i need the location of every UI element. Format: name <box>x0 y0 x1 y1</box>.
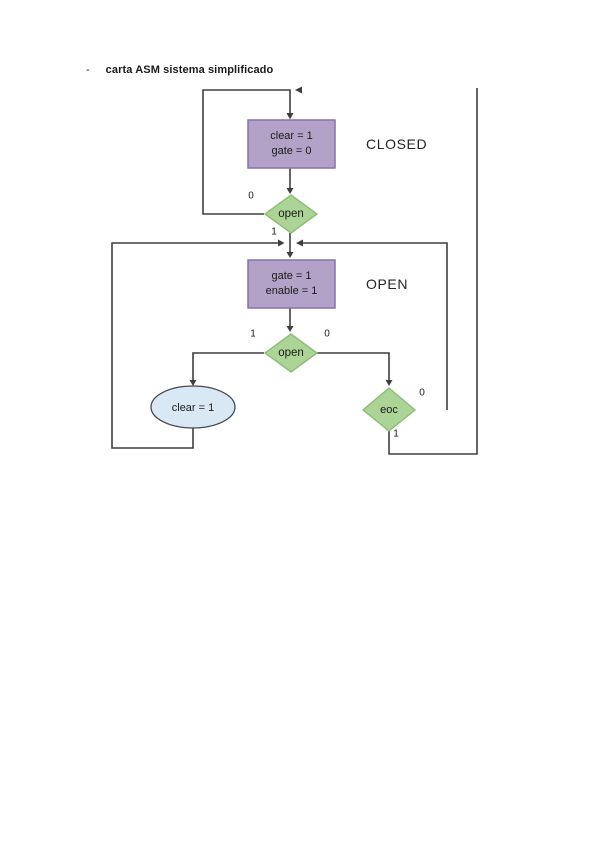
closed-box-line2: gate = 0 <box>271 145 312 157</box>
branch-open2-false: 0 <box>324 328 330 340</box>
branch-eoc-false: 0 <box>419 387 425 399</box>
arrowhead-top-junction-icon <box>295 86 302 94</box>
node-decision-eoc <box>361 387 417 432</box>
arrowhead-into-clear-icon <box>189 380 197 386</box>
open-box-text: gate = 1 enable = 1 <box>248 260 335 308</box>
state-label-open: OPEN <box>366 276 409 292</box>
connector-open2-true-to-clear <box>192 352 264 383</box>
decision-open2-label: open <box>278 347 304 359</box>
connector-open2-false-to-eoc <box>317 352 390 383</box>
open-box-line2: enable = 1 <box>265 285 318 297</box>
decision-open1-label: open <box>278 208 304 220</box>
connector-open1-false-loop <box>202 89 291 215</box>
connector-eoc-true-return <box>388 88 478 455</box>
node-output-clear <box>150 385 236 429</box>
open-box-line1: gate = 1 <box>271 270 312 282</box>
output-clear-label: clear = 1 <box>171 402 215 414</box>
arrowhead-into-open-icon <box>286 252 294 258</box>
arrowhead-left-junction-icon <box>278 239 285 247</box>
decision-eoc-label: eoc <box>380 404 398 416</box>
arrowhead-into-closed-icon <box>286 113 294 120</box>
branch-open1-true: 1 <box>271 226 277 238</box>
connector-clear-return-loop <box>111 242 281 449</box>
arrowhead-right-junction-icon <box>296 239 303 247</box>
connector-eoc-false-return <box>299 242 448 410</box>
asm-chart-canvas <box>111 86 478 455</box>
node-decision-open1 <box>263 194 319 234</box>
branch-open2-true: 1 <box>250 328 256 340</box>
closed-box-text: clear = 1 gate = 0 <box>248 120 335 168</box>
title-bullet: - <box>86 64 90 76</box>
title-row: - carta ASM sistema simplificado <box>86 64 273 76</box>
node-state-open <box>247 259 336 309</box>
arrowhead-into-eoc-icon <box>385 380 393 386</box>
state-label-closed: CLOSED <box>366 136 428 152</box>
node-state-closed <box>247 119 336 169</box>
closed-box-line1: clear = 1 <box>270 130 313 142</box>
arrowhead-into-open1-icon <box>286 188 294 194</box>
page-title: carta ASM sistema simplificado <box>105 64 274 76</box>
branch-open1-false: 0 <box>248 190 254 202</box>
node-decision-open2 <box>263 333 319 373</box>
arrowhead-into-open2-icon <box>286 326 294 332</box>
branch-eoc-true: 1 <box>393 428 399 440</box>
